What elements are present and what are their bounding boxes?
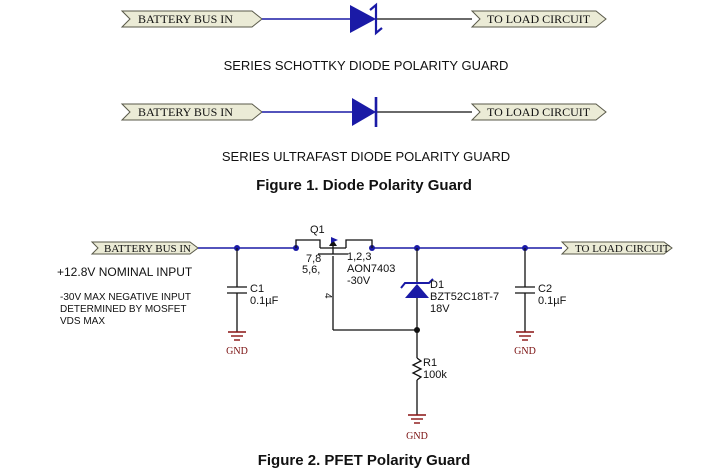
figure1-title: Figure 1. Diode Polarity Guard: [256, 177, 472, 194]
negative-input-note-line3: VDS MAX: [60, 316, 105, 327]
output-port-label: TO LOAD CIRCUIT: [487, 12, 591, 26]
input-port-tag: [90, 241, 199, 255]
c2-ref: C2: [538, 283, 552, 295]
q1-pfet-symbol: [295, 237, 373, 330]
c2-value: 0.1µF: [538, 295, 567, 307]
ground-icon: [516, 331, 534, 341]
q1-gate-pin: 4: [322, 293, 333, 299]
ground-icon: [408, 414, 426, 424]
c2-capacitor-symbol: [515, 248, 535, 332]
d1-ref: D1: [430, 279, 444, 291]
output-port-label: TO LOAD CIRCUIT: [487, 105, 591, 119]
output-port-tag: [470, 10, 607, 28]
pfet-guard-circuit: BATTERY BUS IN TO LOAD CIRCUIT Q1 7,8 5,…: [57, 224, 673, 442]
ultrafast-diode-symbol: [352, 97, 378, 127]
input-voltage-note: +12.8V NOMINAL INPUT: [57, 265, 193, 279]
d1-part: BZT52C18T-7: [430, 291, 499, 303]
input-port-label: BATTERY BUS IN: [104, 243, 191, 255]
q1-ref: Q1: [310, 224, 325, 236]
input-port-label: BATTERY BUS IN: [138, 12, 233, 26]
input-port-label: BATTERY BUS IN: [138, 105, 233, 119]
ultrafast-caption: SERIES ULTRAFAST DIODE POLARITY GUARD: [222, 149, 510, 164]
q1-part: AON7403: [347, 263, 395, 275]
q1-pins-drain: 7,8: [306, 253, 321, 265]
c1-capacitor-symbol: [227, 248, 247, 332]
input-port-tag: [120, 10, 263, 28]
ground-icon: [228, 331, 246, 341]
input-port-tag: [120, 103, 263, 121]
ultrafast-guard-circuit: BATTERY BUS IN TO LOAD CIRCUIT SERIES UL…: [120, 97, 607, 164]
schottky-guard-circuit: BATTERY BUS IN TO LOAD CIRCUIT SERIES SC…: [120, 2, 607, 73]
d1-zener-symbol: [400, 248, 434, 330]
figure2-title: Figure 2. PFET Polarity Guard: [258, 452, 471, 468]
output-port-label: TO LOAD CIRCUIT: [575, 243, 670, 255]
c1-value: 0.1µF: [250, 295, 279, 307]
ground-label: GND: [514, 346, 536, 357]
output-port-tag: [470, 103, 607, 121]
q1-rating: -30V: [347, 275, 371, 287]
ground-label: GND: [406, 431, 428, 442]
c1-ref: C1: [250, 283, 264, 295]
ground-label: GND: [226, 346, 248, 357]
r1-ref: R1: [423, 357, 437, 369]
r1-value: 100k: [423, 369, 447, 381]
output-port-tag: [560, 241, 673, 255]
negative-input-note-line2: DETERMINED BY MOSFET: [60, 304, 187, 315]
schottky-diode-symbol: [350, 2, 383, 36]
r1-resistor-symbol: [411, 330, 423, 415]
schottky-caption: SERIES SCHOTTKY DIODE POLARITY GUARD: [224, 58, 509, 73]
negative-input-note-line1: -30V MAX NEGATIVE INPUT: [60, 292, 191, 303]
d1-voltage: 18V: [430, 303, 450, 315]
q1-pins-source: 1,2,3: [347, 251, 371, 263]
q1-pins-drain-2: 5,6,: [302, 264, 320, 276]
